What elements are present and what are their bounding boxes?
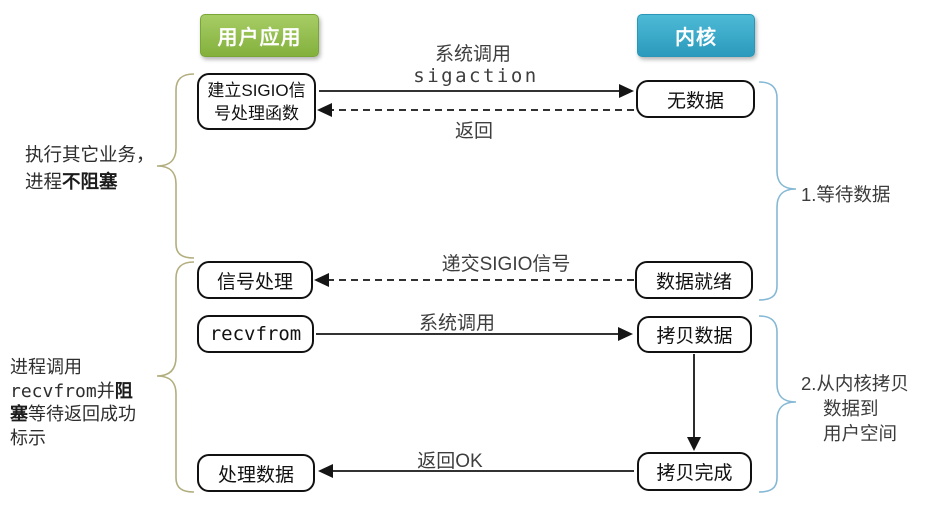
user-app-header: 用户应用 (200, 14, 319, 57)
note-recvfrom-line3a: 塞 (10, 404, 28, 424)
kernel-header: 内核 (637, 14, 755, 57)
return-label: 返回 (454, 121, 494, 142)
right-brace-top (758, 81, 797, 301)
note-recvfrom-line2b: 并 (96, 380, 115, 401)
note-recvfrom-line1: 进程调用 (10, 357, 82, 377)
arrow-sigaction-head (619, 84, 634, 98)
arrow-copy-head (687, 437, 701, 451)
signal-handler-label: 信号处理 (216, 271, 293, 293)
setup-sigio-handler-label: 建立SIGIO信 号处理函数 (207, 80, 306, 123)
user-app-header-label: 用户应用 (217, 27, 302, 49)
copy-data-box: 拷贝数据 (637, 316, 752, 353)
data-ready-label: 数据就绪 (655, 271, 732, 293)
phase-2-line1: 2.从内核拷贝 (801, 373, 909, 394)
syscall-label: 系统调用 (418, 313, 496, 334)
note-recvfrom-line2c: 阻 (114, 380, 133, 401)
right-brace-bottom (758, 315, 797, 493)
copy-done-label: 拷贝完成 (656, 463, 733, 484)
sigaction-label: sigaction (413, 65, 539, 87)
recvfrom-box: recvfrom (197, 315, 314, 353)
kernel-header-label: 内核 (675, 27, 717, 49)
note-recvfrom-line4: 标示 (10, 427, 46, 448)
syscall-sigaction-label: 系统调用 (434, 44, 512, 65)
left-brace-bottom (156, 261, 195, 493)
arrow-syscall-head (618, 327, 633, 341)
signal-handler-box: 信号处理 (197, 261, 313, 299)
deliver-sigio-label: 递交SIGIO信号 (441, 254, 571, 275)
note-no-blocking-line1: 执行其它业务， (25, 144, 155, 165)
setup-sigio-handler-box: 建立SIGIO信 号处理函数 (197, 73, 316, 130)
phase-1-wait-data-label: 1.等待数据 (801, 184, 891, 205)
process-data-box: 处理数据 (197, 454, 315, 492)
recvfrom-label: recvfrom (209, 323, 302, 345)
arrow-deliver-sigio-head (314, 273, 329, 287)
arrow-return-head (317, 103, 332, 117)
note-no-blocking-line2a: 进程 (25, 171, 63, 192)
note-recvfrom-blocking: 进程调用 recvfrom并阻 塞等待返回成功 标示 (10, 356, 136, 450)
note-no-blocking: 执行其它业务， 进程不阻塞 (25, 141, 155, 195)
data-ready-box: 数据就绪 (635, 261, 753, 299)
arrow-return-ok-head (318, 464, 333, 478)
note-recvfrom-line3b: 等待返回成功 (28, 404, 136, 424)
copy-done-box: 拷贝完成 (637, 452, 752, 491)
no-data-label: 无数据 (666, 90, 724, 112)
left-brace-top (156, 73, 195, 259)
process-data-label: 处理数据 (217, 464, 294, 486)
no-data-box: 无数据 (636, 80, 755, 118)
phase-2-line2: 数据到 (823, 398, 879, 419)
phase-2-line3: 用户空间 (823, 423, 898, 444)
note-no-blocking-line2b: 不阻塞 (62, 171, 118, 192)
note-recvfrom-line2a: recvfrom (10, 380, 97, 402)
phase-2-copy-data-label: 2.从内核拷贝 数据到 用户空间 (801, 371, 909, 446)
copy-data-label: 拷贝数据 (656, 326, 733, 347)
return-ok-label: 返回OK (417, 451, 483, 472)
